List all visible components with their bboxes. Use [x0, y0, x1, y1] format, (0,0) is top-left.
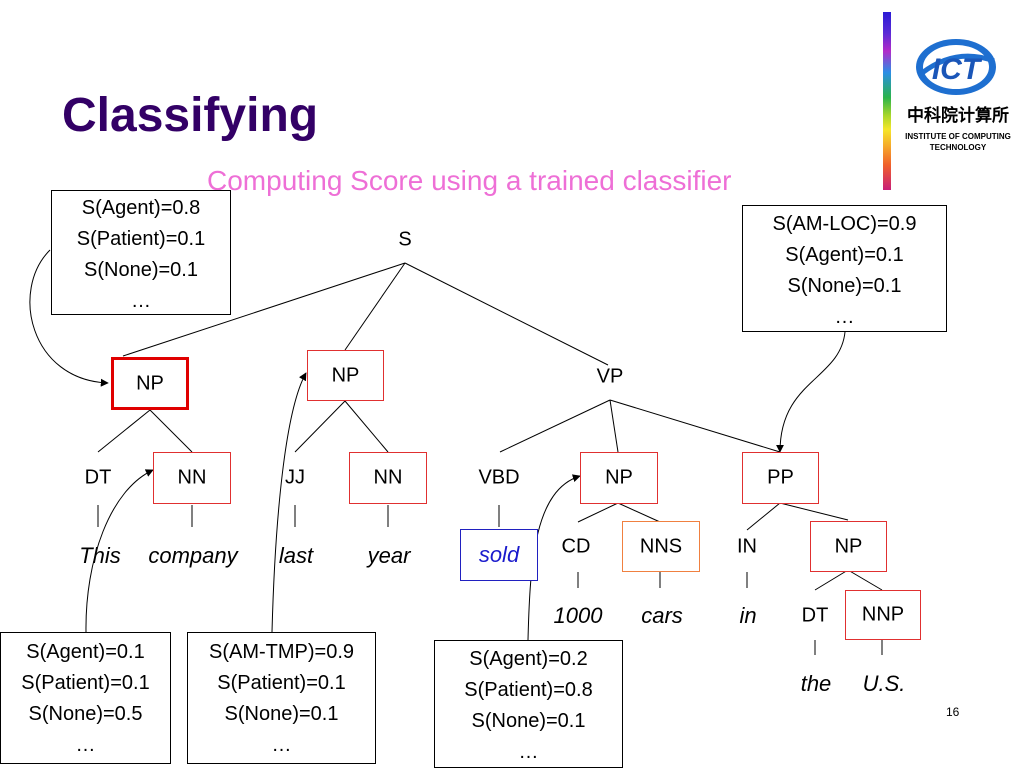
svg-text:ICT: ICT [932, 53, 983, 86]
score-line: … [131, 290, 151, 312]
score-line: S(None)=0.1 [471, 710, 586, 732]
node-cd: CD [561, 535, 591, 558]
score-line: S(Agent)=0.2 [469, 648, 588, 670]
svg-text:INSTITUTE OF COMPUTING: INSTITUTE OF COMPUTING [905, 132, 1011, 141]
node-np-pp-label: NP [834, 535, 863, 557]
node-np-object-label: NP [605, 466, 633, 489]
score-box-pp-location: S(AM-LOC)=0.9 S(Agent)=0.1 S(None)=0.1 … [742, 205, 947, 332]
score-line: S(Patient)=0.8 [464, 679, 593, 701]
node-np-temporal-label: NP [331, 364, 360, 386]
node-pp-label: PP [767, 466, 794, 489]
node-jj: JJ [285, 466, 305, 489]
score-line: S(Patient)=0.1 [21, 672, 150, 694]
word-1000: 1000 [553, 603, 603, 628]
node-dt-the: DT [801, 604, 829, 627]
score-line: … [75, 734, 96, 756]
rainbow-bar [883, 12, 891, 190]
score-line: S(None)=0.5 [28, 703, 143, 725]
score-line: S(AM-TMP)=0.9 [208, 641, 355, 663]
word-in: in [739, 603, 757, 628]
score-box-np-object: S(Agent)=0.2 S(Patient)=0.8 S(None)=0.1 … [434, 640, 623, 768]
word-the: the [800, 671, 832, 696]
node-nnp: NNP [845, 590, 921, 640]
score-box-np-subject: S(Agent)=0.8 S(Patient)=0.1 S(None)=0.1 … [51, 190, 231, 315]
word-sold-box: sold [460, 529, 538, 581]
node-nn-company-label: NN [177, 466, 207, 489]
node-np-object: NP [580, 452, 658, 504]
word-this: This [79, 543, 121, 568]
node-np-subject-label: NP [136, 372, 164, 394]
svg-text:TECHNOLOGY: TECHNOLOGY [930, 143, 987, 152]
node-np-subject: NP [111, 357, 189, 410]
node-vp: VP [596, 365, 624, 388]
score-line: … [834, 306, 855, 328]
node-np-temporal: NP [307, 350, 384, 401]
node-pp: PP [742, 452, 819, 504]
score-line: S(Patient)=0.1 [217, 672, 346, 694]
node-np-pp: NP [810, 521, 887, 572]
score-line: S(Agent)=0.8 [81, 197, 201, 219]
score-line: S(AM-LOC)=0.9 [772, 213, 917, 235]
node-nn-company: NN [153, 452, 231, 504]
score-box-nn-company: S(Agent)=0.1 S(Patient)=0.1 S(None)=0.5 … [0, 632, 171, 764]
score-line: S(Agent)=0.1 [785, 244, 904, 266]
node-in: IN [737, 535, 757, 558]
node-dt-this: DT [84, 466, 112, 489]
score-line: … [518, 741, 539, 763]
word-year: year [367, 543, 411, 568]
ict-logo-mark: ICT 中科院计算所 INSTITUTE OF COMPUTING TECHNO… [905, 39, 1011, 152]
score-line: S(Agent)=0.1 [26, 641, 145, 663]
node-nnp-label: NNP [861, 603, 905, 626]
score-line: … [271, 734, 292, 756]
page-number: 16 [946, 705, 960, 719]
score-line: S(None)=0.1 [224, 703, 339, 725]
slide-subtitle: Computing Score using a trained classifi… [207, 165, 732, 196]
word-last: last [278, 543, 314, 568]
word-us: U.S. [862, 671, 906, 696]
score-line: S(None)=0.1 [787, 275, 902, 297]
svg-text:中科院计算所: 中科院计算所 [907, 105, 1009, 126]
word-sold: sold [478, 542, 520, 567]
node-nns-label: NNS [639, 535, 683, 557]
node-nn-year-label: NN [373, 466, 403, 489]
slide-title: Classifying [62, 89, 319, 142]
word-company: company [148, 543, 238, 568]
node-vbd: VBD [478, 466, 520, 489]
score-line: S(Patient)=0.1 [76, 228, 206, 250]
ict-logo: ICT 中科院计算所 INSTITUTE OF COMPUTING TECHNO… [900, 35, 1018, 160]
word-cars: cars [641, 603, 683, 628]
node-nns: NNS [622, 521, 700, 572]
node-nn-year: NN [349, 452, 427, 504]
score-box-np-temporal: S(AM-TMP)=0.9 S(Patient)=0.1 S(None)=0.1… [187, 632, 376, 764]
score-line: S(None)=0.1 [84, 259, 198, 281]
node-s: S [398, 228, 412, 251]
